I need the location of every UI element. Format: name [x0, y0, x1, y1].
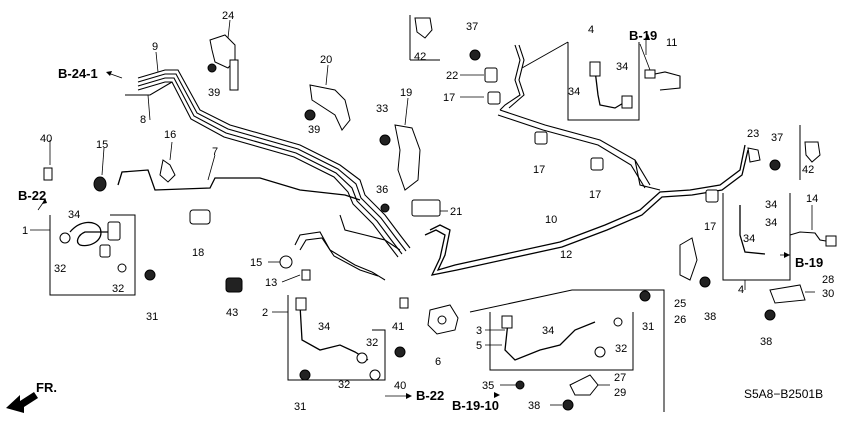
callout: 17	[443, 92, 455, 104]
front-direction-arrow: FR.	[6, 380, 57, 413]
brake-pipes	[117, 44, 833, 281]
callout: 42	[802, 164, 814, 176]
callout: 37	[771, 132, 783, 144]
components	[43, 17, 837, 411]
ref-b-19-10: B-19-10	[452, 398, 499, 413]
callout: 15	[250, 257, 262, 269]
callout: 20	[320, 54, 332, 66]
callout: 18	[192, 247, 204, 259]
callout: 34	[568, 86, 580, 98]
callout: 19	[400, 87, 412, 99]
callout: 1	[22, 225, 28, 237]
callout: 24	[222, 10, 234, 22]
callout: 43	[226, 307, 238, 319]
group-boxes	[49, 15, 801, 412]
callout: 33	[376, 103, 388, 115]
callout: 32	[615, 343, 627, 355]
callout: 40	[394, 380, 406, 392]
ref-b-19-upper: B-19	[629, 28, 657, 43]
callout: 23	[747, 128, 759, 140]
callout: 34	[68, 209, 80, 221]
callout: 4	[738, 284, 744, 296]
callout: 14	[806, 193, 818, 205]
callout: 9	[152, 41, 158, 53]
callout: 15	[96, 139, 108, 151]
callout: 5	[476, 340, 482, 352]
callout: 32	[338, 379, 350, 391]
callout: 34	[318, 321, 330, 333]
callout: 4	[588, 24, 594, 36]
callout: 38	[760, 336, 772, 348]
callout: 38	[528, 400, 540, 412]
callout: 16	[164, 129, 176, 141]
reference-labels: B-24-1 B-22 B-22 B-19 B-19 B-19-10	[18, 28, 823, 413]
callout: 36	[376, 184, 388, 196]
callout: 2	[262, 307, 268, 319]
callout: 34	[616, 61, 628, 73]
callout: 30	[822, 288, 834, 300]
callout: 32	[366, 337, 378, 349]
callout: 40	[40, 133, 52, 145]
callout: 3	[476, 325, 482, 337]
callout: 17	[533, 164, 545, 176]
callout: 35	[482, 380, 494, 392]
callout: 25	[674, 298, 686, 310]
callout: 6	[435, 356, 441, 368]
callout: 17	[704, 221, 716, 233]
callout: 7	[212, 146, 218, 158]
callout: 34	[765, 217, 777, 229]
callout: 34	[542, 325, 554, 337]
callout: 39	[208, 87, 220, 99]
ref-b-19-right: B-19	[795, 255, 823, 270]
part-code: S5A8−B2501B	[744, 387, 823, 401]
ref-b-22-upper: B-22	[18, 188, 46, 203]
callout: 22	[446, 70, 458, 82]
callout: 11	[666, 37, 677, 49]
ref-b-22-lower: B-22	[416, 388, 444, 403]
callout-numbers: 1 2 3 4 4 5 6 7 8 9 10 11 12 13 14 15 15…	[22, 10, 834, 413]
fr-label: FR.	[36, 380, 57, 395]
callout: 31	[146, 311, 158, 323]
callout: 10	[545, 214, 557, 226]
callout: 34	[743, 233, 755, 245]
callout: 32	[54, 263, 66, 275]
callout: 17	[589, 189, 601, 201]
callout: 21	[450, 206, 462, 218]
callout: 26	[674, 314, 686, 326]
ref-b-24-1: B-24-1	[58, 66, 98, 81]
callout: 13	[265, 277, 277, 289]
callout: 29	[614, 387, 626, 399]
callout: 8	[140, 114, 146, 126]
callout: 31	[294, 401, 306, 413]
callout: 38	[704, 311, 716, 323]
reference-arrows	[37, 34, 790, 399]
leader-lines	[30, 19, 815, 406]
callout: 37	[466, 21, 478, 33]
callout: 27	[614, 372, 626, 384]
callout: 28	[822, 274, 834, 286]
callout: 31	[642, 321, 654, 333]
callout: 42	[414, 51, 426, 63]
callout: 34	[765, 199, 777, 211]
callout: 39	[308, 124, 320, 136]
callout: 12	[560, 249, 572, 261]
callout: 41	[392, 321, 404, 333]
callout: 32	[112, 283, 124, 295]
